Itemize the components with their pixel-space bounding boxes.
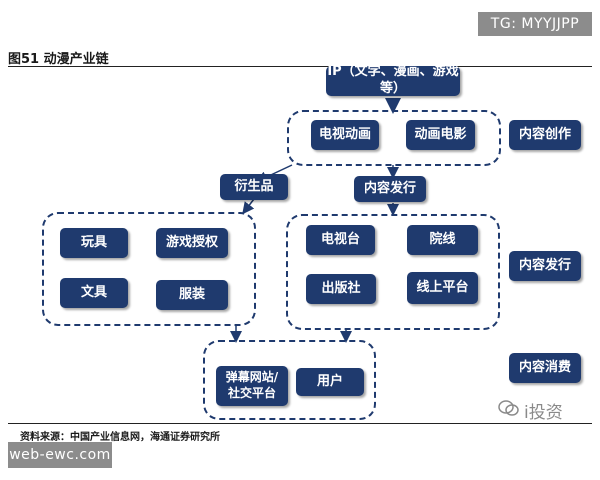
watermark-bottom: web-ewc.com <box>8 442 112 468</box>
title-rule <box>8 66 592 67</box>
link-derivatives-to-group <box>242 198 255 215</box>
group-merchandise <box>42 212 256 326</box>
watermark-top: TG: MYYJJPP <box>478 12 592 36</box>
node-ip: IP（文学、漫画、游戏等） <box>326 64 460 96</box>
node-publisher: 出版社 <box>306 274 376 304</box>
node-tv-station: 电视台 <box>306 225 375 255</box>
source-rule <box>8 423 592 424</box>
node-online-platform: 线上平台 <box>407 272 478 304</box>
node-tv-animation: 电视动画 <box>311 120 379 150</box>
node-game-license: 游戏授权 <box>156 228 228 258</box>
node-apparel: 服装 <box>156 280 228 310</box>
stage-label-consumption: 内容消费 <box>509 353 581 383</box>
node-stationery: 文具 <box>60 278 128 308</box>
source-note: 资料来源：中国产业信息网，海通证券研究所 <box>20 432 220 443</box>
brand-mark: i投资 <box>498 398 563 423</box>
group-creation <box>287 110 501 166</box>
node-cinema: 院线 <box>407 225 478 255</box>
node-toys: 玩具 <box>60 228 128 258</box>
brand-text: i投资 <box>524 403 563 423</box>
node-derivatives: 衍生品 <box>220 174 288 200</box>
node-danmaku-social: 弹幕网站/ 社交平台 <box>216 366 288 406</box>
group-distribution-channels <box>286 214 500 330</box>
node-content-distribution: 内容发行 <box>354 176 426 202</box>
wechat-icon <box>498 399 520 422</box>
stage-label-creation: 内容创作 <box>509 120 581 150</box>
node-users: 用户 <box>296 368 364 396</box>
group-consumption <box>203 340 376 420</box>
node-animated-film: 动画电影 <box>406 120 475 150</box>
stage-label-distribution: 内容发行 <box>509 251 581 281</box>
figure-title: 图51 动漫产业链 <box>8 52 109 67</box>
